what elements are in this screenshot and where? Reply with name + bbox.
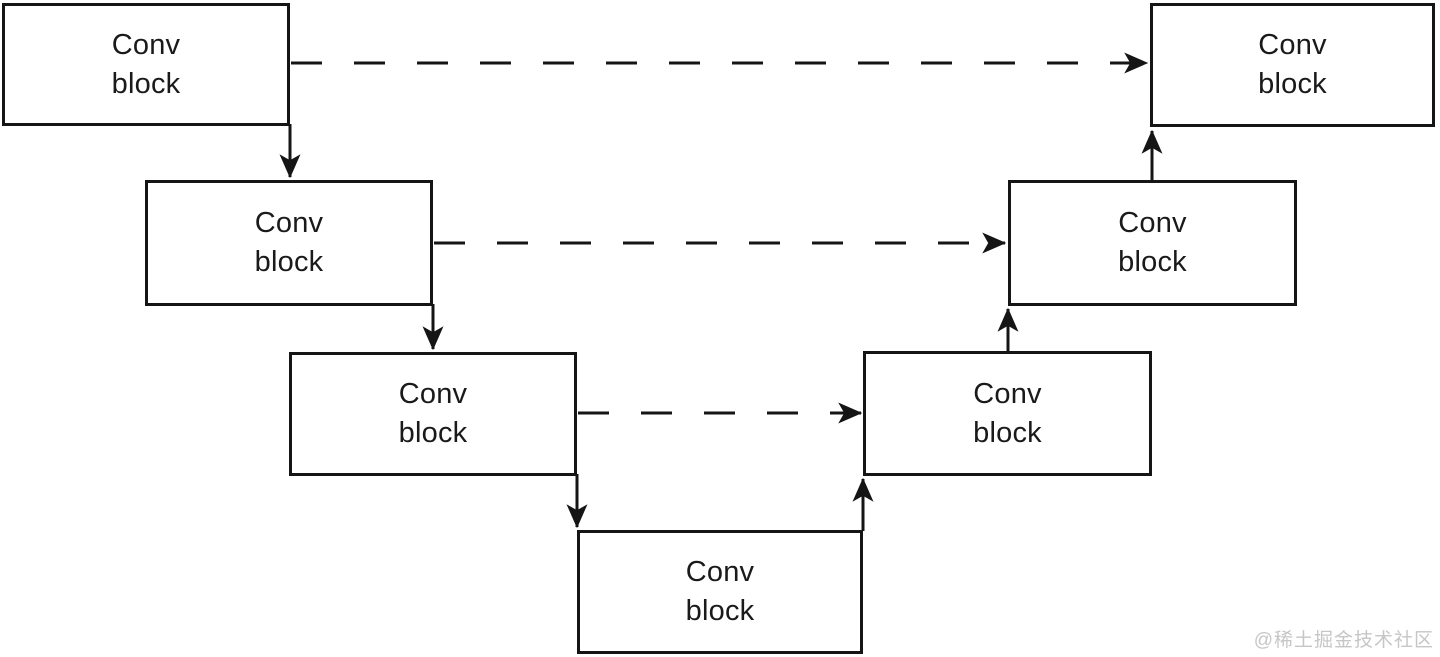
conv-block-label: Conv block: [254, 207, 324, 278]
watermark: @稀土掘金技术社区: [1253, 630, 1434, 651]
conv-block-encoder-3: Conv block: [289, 352, 577, 476]
conv-block-encoder-1: Conv block: [2, 3, 290, 126]
conv-block-decoder-3: Conv block: [863, 351, 1152, 476]
conv-block-decoder-2: Conv block: [1008, 180, 1297, 306]
conv-block-label: Conv block: [398, 378, 468, 449]
conv-block-label: Conv block: [973, 377, 1042, 449]
conv-block-label: Conv block: [1258, 29, 1327, 100]
conv-block-label: Conv block: [685, 556, 755, 627]
conv-block-bottleneck: Conv block: [577, 530, 863, 654]
conv-block-encoder-2: Conv block: [145, 180, 433, 306]
conv-block-label: Conv block: [111, 28, 181, 100]
conv-block-label: Conv block: [1118, 207, 1187, 278]
conv-block-decoder-1: Conv block: [1150, 3, 1435, 127]
